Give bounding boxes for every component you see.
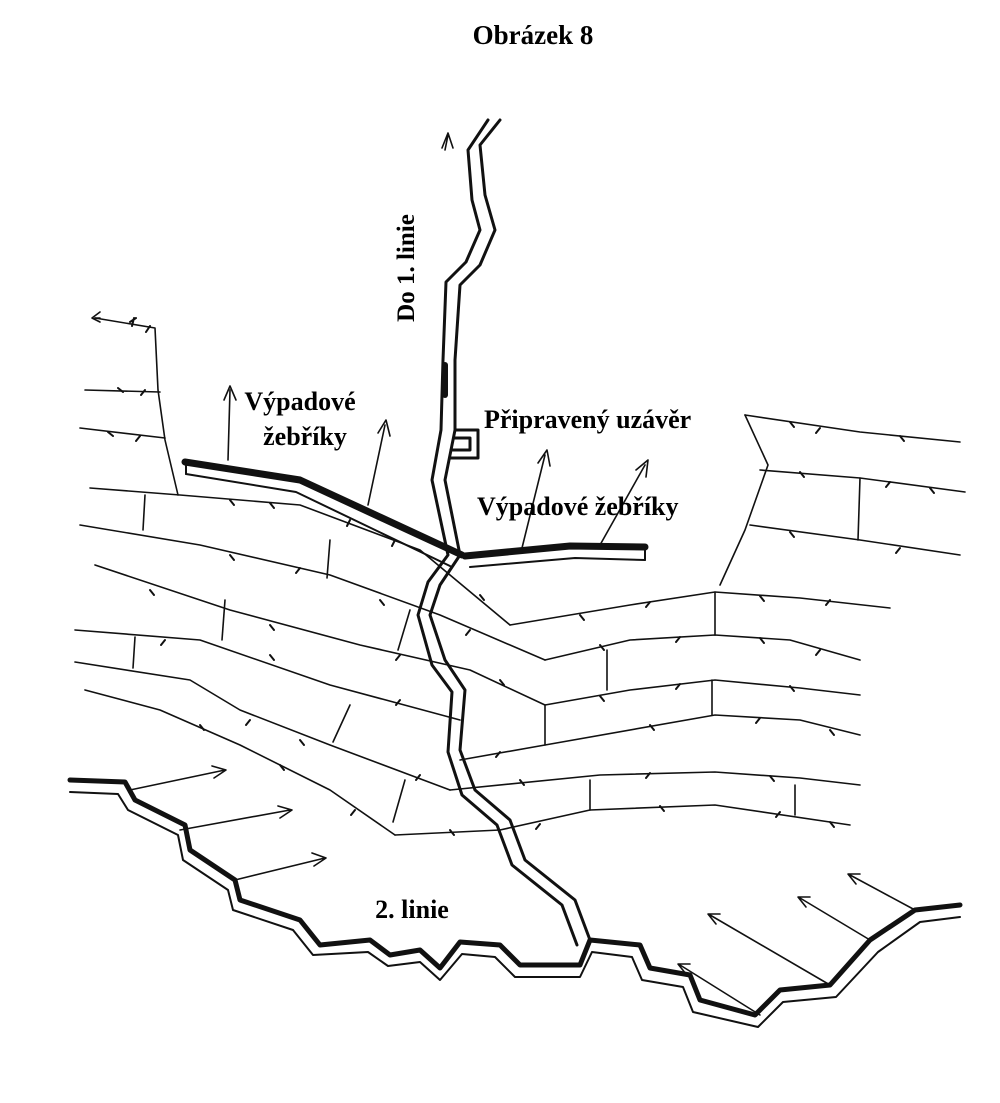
sally-ladders-right bbox=[461, 542, 649, 568]
second-line-trench bbox=[67, 777, 963, 1028]
label-sally-ladders-left-1: Výpadové bbox=[244, 387, 355, 416]
figure-title: Obrázek 8 bbox=[473, 20, 594, 50]
communication-trench bbox=[416, 118, 592, 947]
label-sally-ladders-left-2: žebříky bbox=[263, 422, 347, 451]
prepared-barrier-notch bbox=[448, 428, 480, 460]
label-second-line: 2. linie bbox=[375, 895, 449, 924]
barbed-wire-right bbox=[394, 414, 966, 836]
barbed-wire-left bbox=[74, 317, 546, 836]
barb-ticks bbox=[107, 317, 935, 836]
label-sally-ladders-right: Výpadové žebříky bbox=[477, 492, 679, 521]
label-to-first-line: Do 1. linie bbox=[393, 214, 420, 322]
label-prepared-barrier: Připravený uzávěr bbox=[484, 405, 691, 434]
advance-arrows bbox=[91, 132, 916, 1016]
